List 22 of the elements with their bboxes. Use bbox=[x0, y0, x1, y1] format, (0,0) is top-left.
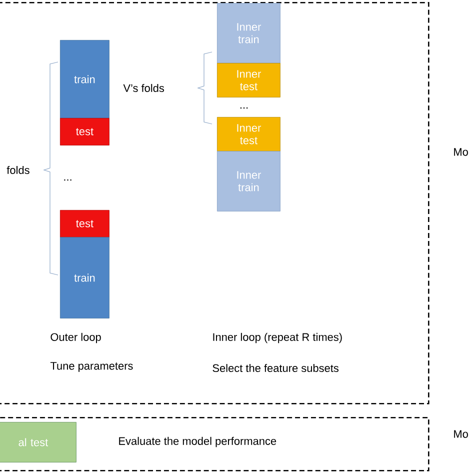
fold-block: Inner train bbox=[217, 151, 280, 212]
brace-label: folds bbox=[6, 166, 30, 174]
ellipsis: ... bbox=[240, 107, 248, 109]
fold-block: Inner train bbox=[217, 3, 280, 64]
fold-block: train bbox=[60, 237, 110, 318]
dashed-region bbox=[0, 417, 430, 472]
fold-block: test bbox=[60, 210, 110, 238]
brace-label: V’s folds bbox=[123, 84, 164, 92]
ellipsis: ... bbox=[64, 179, 72, 181]
side-label: Mo bbox=[454, 430, 468, 438]
caption-text: Outer loop bbox=[50, 332, 101, 344]
fold-block: train bbox=[60, 40, 110, 118]
caption-text: Inner loop (repeat R times) bbox=[213, 332, 342, 344]
fold-block: Inner test bbox=[217, 117, 280, 152]
fold-block: test bbox=[60, 118, 110, 146]
side-label: Mo bbox=[454, 148, 468, 156]
caption-text: Tune parameters bbox=[50, 362, 133, 372]
dashed-region bbox=[0, 2, 430, 404]
caption-text: Select the feature subsets bbox=[212, 364, 338, 372]
fold-block: Inner test bbox=[217, 63, 280, 98]
caption-text: Evaluate the model performance bbox=[119, 436, 276, 448]
test-box: al test bbox=[0, 422, 76, 462]
